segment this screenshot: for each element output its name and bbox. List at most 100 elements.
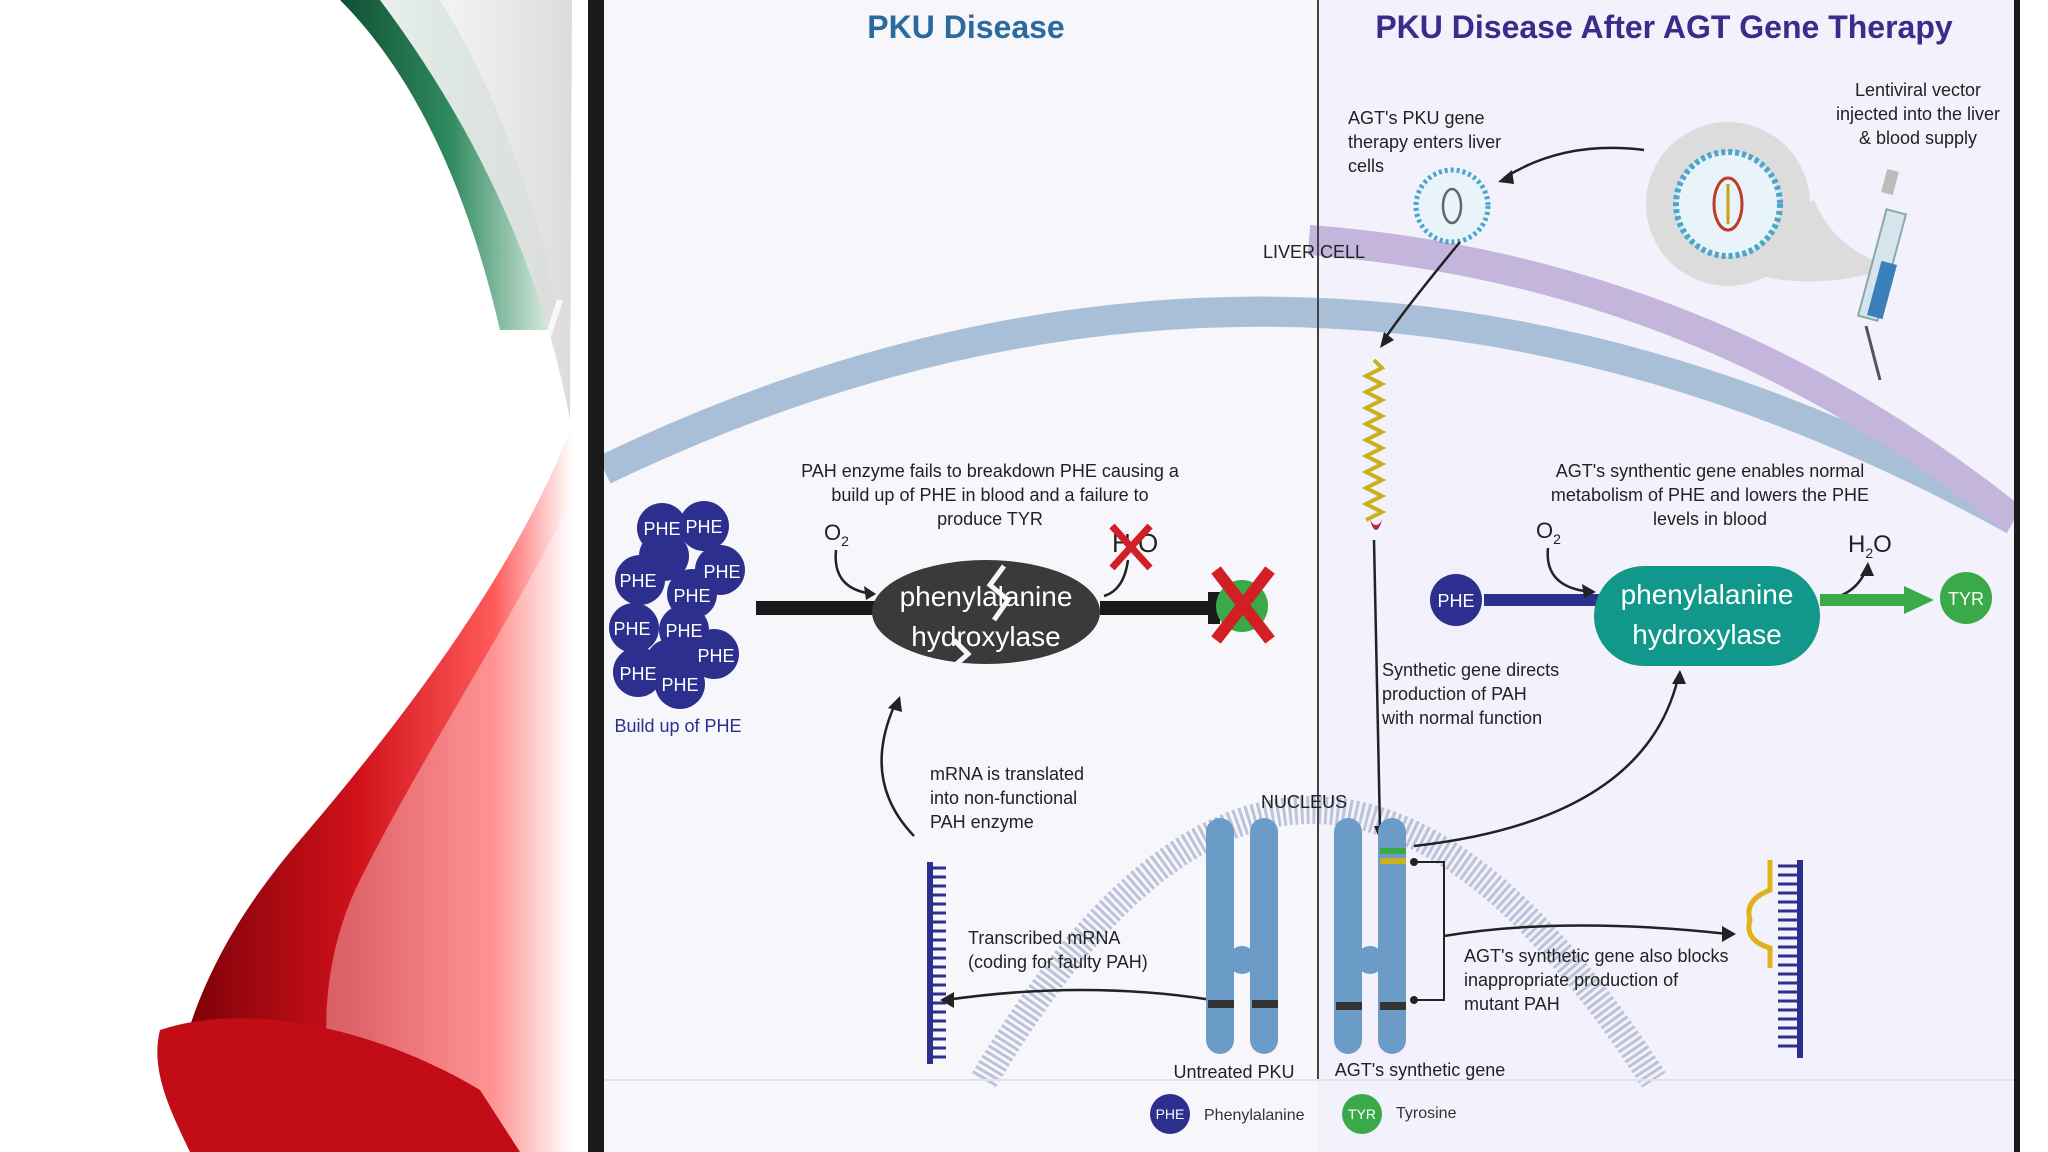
svg-text:& blood supply: & blood supply: [1859, 128, 1977, 148]
svg-text:PHE: PHE: [665, 621, 702, 641]
tyr-output-bar: [1820, 594, 1910, 606]
svg-text:into non-functional: into non-functional: [930, 788, 1077, 808]
gene-delivery-arrowhead: [1380, 332, 1394, 348]
svg-text:Transcribed mRNA: Transcribed mRNA: [968, 928, 1120, 948]
svg-text:(coding for faulty PAH): (coding for faulty PAH): [968, 952, 1148, 972]
nucleus-label: NUCLEUS: [1261, 792, 1347, 812]
phe-badge-label: PHE: [1437, 591, 1474, 611]
svg-text:PHE: PHE: [613, 619, 650, 639]
phe-molecule: [679, 501, 729, 551]
svg-text:production of PAH: production of PAH: [1382, 684, 1527, 704]
svg-text:inappropriate production of: inappropriate production of: [1464, 970, 1679, 990]
phe-badge: [1430, 574, 1482, 626]
phe-molecule: [655, 659, 705, 709]
svg-text:PHE: PHE: [643, 519, 680, 539]
liver-cell-membrane-right: [1307, 225, 2014, 532]
right-description: AGT's synthentic gene enables normal met…: [1551, 461, 1869, 529]
synthetic-directs-text: Synthetic gene directs production of PAH…: [1381, 660, 1559, 728]
legend-tyr-badge-label: TYR: [1348, 1106, 1376, 1122]
svg-text:PAH enzyme fails to breakdown: PAH enzyme fails to breakdown PHE causin…: [801, 461, 1180, 481]
lentivirus-large-icon: [1673, 149, 1783, 259]
svg-text:produce TYR: produce TYR: [937, 509, 1043, 529]
phe-molecule: [613, 647, 663, 697]
svg-text:AGT's PKU gene: AGT's PKU gene: [1348, 108, 1485, 128]
nucleus-membrane: [971, 796, 1666, 1088]
svg-text:PHE: PHE: [673, 586, 710, 606]
decorative-swoosh: [157, 0, 572, 1152]
svg-text:PHE: PHE: [685, 517, 722, 537]
translation-arrow: [880, 701, 915, 837]
gene-strand-end: [1370, 520, 1382, 530]
liver-cell-membrane-left: [604, 296, 2014, 534]
enzyme-production-arrow: [1413, 677, 1680, 848]
liver-cell-label: LIVER CELL: [1263, 242, 1365, 262]
right-margin: [2020, 0, 2048, 1152]
block-arrow: [1443, 924, 1729, 938]
tyr-arrowhead: [1904, 586, 1934, 614]
enzyme-crack: [950, 638, 972, 670]
h2o-label-right: H2O: [1848, 531, 1892, 561]
buildup-label: Build up of PHE: [614, 716, 741, 736]
faulty-enzyme: [872, 560, 1100, 664]
mrna-translated-text: mRNA is translated into non-functional P…: [930, 764, 1084, 832]
left-pathway-bar-end: [1100, 601, 1214, 615]
faulty-mrna-strand: [927, 862, 946, 1064]
functional-enzyme-label: phenylalanine: [1621, 579, 1794, 610]
right-title: PKU Disease After AGT Gene Therapy: [1375, 9, 1953, 45]
svg-text:with normal function: with normal function: [1381, 708, 1542, 728]
untreated-chromosome: [1206, 818, 1278, 1054]
phe-input-bar: [1484, 594, 1604, 606]
svg-text:PHE: PHE: [703, 562, 740, 582]
svg-text:injected into the liver: injected into the liver: [1836, 104, 2000, 124]
svg-text:levels in blood: levels in blood: [1653, 509, 1767, 529]
svg-text:mRNA is translated: mRNA is translated: [930, 764, 1084, 784]
svg-text:build up of PHE in blood and a: build up of PHE in blood and a failure t…: [831, 485, 1148, 505]
legend-phe-badge-label: PHE: [1156, 1106, 1185, 1122]
tyr-cross-icon: [1211, 566, 1275, 644]
o2-label-right: O2: [1536, 518, 1561, 547]
virus-arrow: [1503, 146, 1645, 180]
phe-molecule: [609, 603, 659, 653]
agt-chromosome: [1334, 818, 1406, 1054]
o2-arrow: [834, 549, 875, 596]
svg-text:Synthetic gene directs: Synthetic gene directs: [1382, 660, 1559, 680]
tyr-badge: [1940, 572, 1992, 624]
lentivirus-small-icon: [1413, 167, 1491, 245]
svg-text:cells: cells: [1348, 156, 1384, 176]
gene-delivery-arrow: [1382, 241, 1461, 341]
gene-enters-text: AGT's PKU gene therapy enters liver cell…: [1348, 108, 1501, 176]
legend-tyr-label: Tyrosine: [1396, 1105, 1457, 1122]
syringe-icon: [1856, 168, 1908, 381]
faulty-enzyme-label: hydroxylase: [911, 621, 1060, 652]
legend-tyr-badge: [1342, 1094, 1382, 1134]
enzyme-production-arrowhead: [1672, 670, 1686, 684]
h2o-cross-icon: [1109, 523, 1153, 571]
svg-text:metabolism of PHE and lowers t: metabolism of PHE and lowers the PHE: [1551, 485, 1869, 505]
virus-arrowhead: [1498, 170, 1514, 184]
svg-text:PHE: PHE: [619, 664, 656, 684]
gene-insert-arrow: [1372, 539, 1382, 831]
untreated-label: Untreated PKU: [1173, 1062, 1294, 1082]
phe-molecule: [689, 629, 739, 679]
blocked-mrna-strand: [1746, 860, 1803, 1058]
left-description: PAH enzyme fails to breakdown PHE causin…: [801, 461, 1180, 529]
lentiviral-text: Lentiviral vector injected into the live…: [1836, 80, 2000, 148]
svg-text:AGT's synthentic gene enables: AGT's synthentic gene enables normal: [1556, 461, 1865, 481]
functional-enzyme: [1594, 566, 1820, 666]
block-arrowhead: [1722, 926, 1736, 942]
h2o-arrowhead-right: [1860, 562, 1874, 576]
synthetic-gene-label: AGT's synthetic gene: [1335, 1060, 1506, 1080]
functional-enzyme-label: hydroxylase: [1632, 619, 1781, 650]
legend-phe-badge: [1150, 1094, 1190, 1134]
blocks-text: AGT's synthetic gene also blocks inappro…: [1464, 946, 1729, 1014]
transcribed-text: Transcribed mRNA (coding for faulty PAH): [968, 928, 1148, 972]
svg-text:AGT's synthetic gene also bloc: AGT's synthetic gene also blocks: [1464, 946, 1729, 966]
svg-text:PHE: PHE: [697, 646, 734, 666]
left-title: PKU Disease: [867, 9, 1064, 45]
phe-molecule: [639, 531, 689, 581]
faulty-enzyme-label: phenylalanine: [900, 581, 1073, 612]
infographic-panel: PKU Disease PKU Disease After AGT Gene T…: [604, 0, 2014, 1152]
svg-text:PHE: PHE: [661, 675, 698, 695]
tyr-badge-label: TYR: [1948, 589, 1984, 609]
svg-text:therapy enters liver: therapy enters liver: [1348, 132, 1501, 152]
